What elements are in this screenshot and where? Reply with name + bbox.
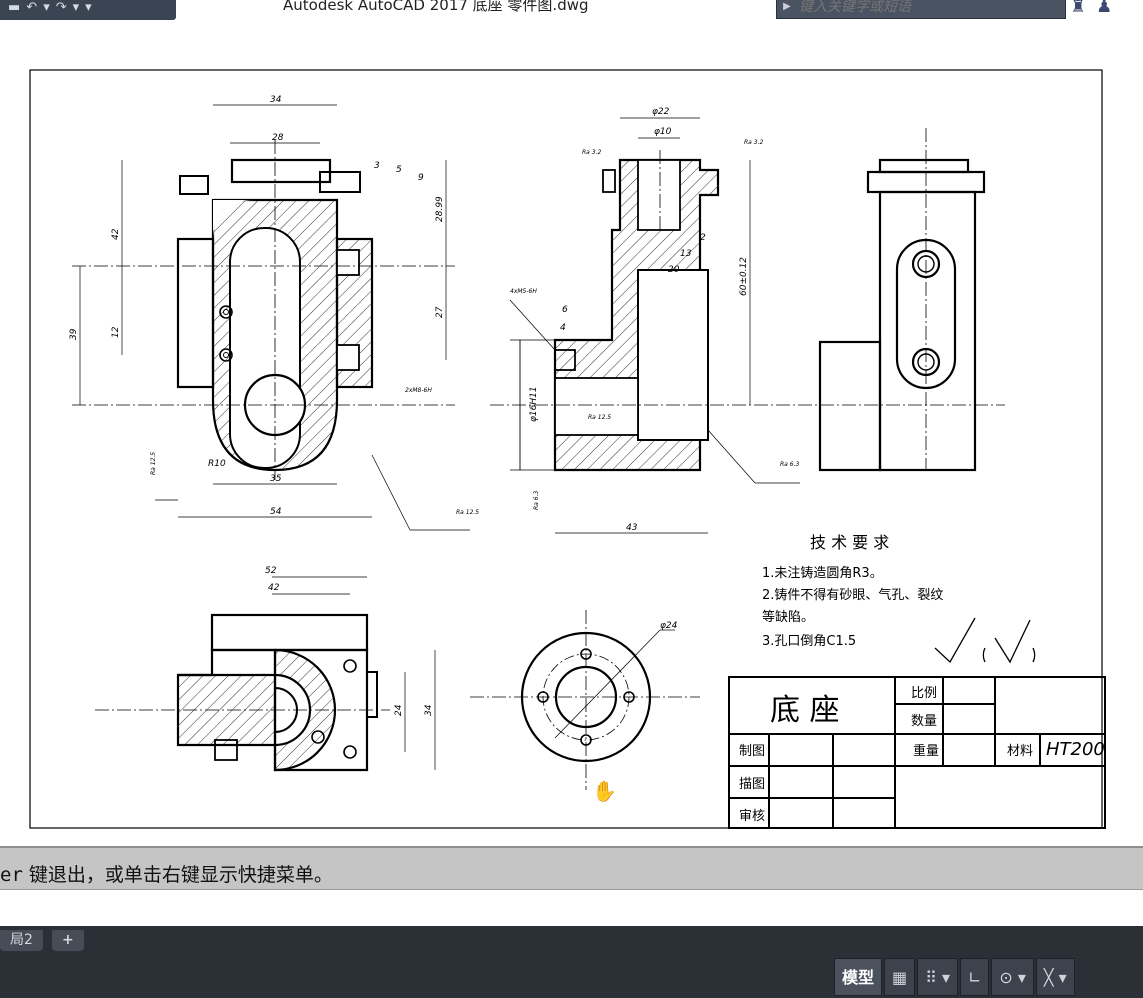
customize-icon[interactable]: ▾ xyxy=(85,0,92,15)
traced-label: 描图 xyxy=(739,777,765,792)
roughness-label: Ra 6.3 xyxy=(533,491,540,510)
dim-label: 9 xyxy=(418,173,424,183)
material-label: 材料 xyxy=(1007,744,1033,759)
search-expand-icon[interactable]: ▶ xyxy=(783,1,791,12)
dim-label: 6 xyxy=(562,305,568,315)
quick-access-toolbar: ▬ ↶ ▾ ↷ ▾ ▾ xyxy=(0,0,176,20)
scale-label: 比例 xyxy=(911,686,937,701)
tech-req-heading: 技 术 要 求 xyxy=(810,533,889,552)
dim-label: φ24 xyxy=(660,621,678,631)
tech-req-line: 2.铸件不得有砂眼、气孔、裂纹 xyxy=(762,587,943,603)
drawing-frame xyxy=(29,69,1103,829)
dim-label: φ16H11 xyxy=(529,386,539,422)
dim-label: 24 xyxy=(394,704,404,716)
side-view-labels: φ22 φ10 2 13 20 6 4 60±0.12 4xM5-6H φ16H… xyxy=(510,107,799,533)
dim-label: 34 xyxy=(270,95,282,105)
polar-icon[interactable]: ⊙ ▾ xyxy=(991,958,1034,996)
roughness-general-symbol xyxy=(934,617,1036,664)
dropdown-icon[interactable]: ▾ xyxy=(72,0,80,15)
snap-icon[interactable]: ⠿ ▾ xyxy=(917,958,958,996)
status-bar: 局2 + 模型 ▦ ⠿ ▾ ∟ ⊙ ▾ ╳ ▾ xyxy=(0,926,1143,998)
model-button[interactable]: 模型 xyxy=(834,958,883,996)
dim-label: 2 xyxy=(700,233,706,243)
drawn-label: 制图 xyxy=(739,744,765,759)
command-input-area[interactable] xyxy=(0,890,1143,926)
status-toggles: 模型 ▦ ⠿ ▾ ∟ ⊙ ▾ ╳ ▾ xyxy=(834,958,1075,996)
front-view-labels: 34 28 42 39 12 28.99 27 3 5 9 35 54 R10 … xyxy=(69,95,479,517)
ortho-icon[interactable]: ∟ xyxy=(959,958,990,996)
material-value: HT200 xyxy=(1046,739,1105,760)
drawing-svg: 34 28 42 39 12 28.99 27 3 5 9 35 54 R10 … xyxy=(29,69,1106,829)
dim-label: 4 xyxy=(560,323,566,333)
dim-label: 52 xyxy=(265,566,277,576)
roughness-label: Ra 6.3 xyxy=(780,461,799,468)
roughness-label: Ra 3.2 xyxy=(582,149,601,156)
add-layout-button[interactable]: + xyxy=(52,930,84,951)
dim-label: 28.99 xyxy=(435,196,445,222)
title-block xyxy=(728,676,1106,829)
roughness-label: Ra 12.5 xyxy=(456,509,479,516)
dim-label: 5 xyxy=(396,165,402,175)
pan-hand-icon[interactable]: ✋ xyxy=(592,779,617,803)
dim-label: 60±0.12 xyxy=(739,257,749,296)
dim-label: φ10 xyxy=(654,127,672,137)
dim-label: 13 xyxy=(680,249,692,259)
user-icon[interactable]: ♟ xyxy=(1096,0,1113,17)
checked-label: 审核 xyxy=(739,809,765,824)
dim-label: 28 xyxy=(272,133,284,143)
dim-label: 35 xyxy=(270,474,282,484)
binoculars-icon[interactable]: ♜ xyxy=(1070,0,1087,17)
right-view xyxy=(818,128,986,472)
thread-label: 4xM5-6H xyxy=(510,288,537,295)
roughness-label: Ra 12.5 xyxy=(150,452,157,475)
tech-req-line: 3.孔口倒角C1.5 xyxy=(762,634,856,649)
command-history-text: er 键退出，或单击右键显示快捷菜单。 xyxy=(0,860,333,887)
layout-tab[interactable]: 局2 xyxy=(0,930,43,951)
search-input[interactable] xyxy=(797,0,1051,16)
dim-label: 39 xyxy=(69,328,79,340)
dim-label: φ22 xyxy=(652,107,670,117)
print-icon[interactable]: ▬ xyxy=(8,0,21,15)
undo-icon[interactable]: ↶ xyxy=(26,0,38,15)
dim-label: 43 xyxy=(626,523,638,533)
redo-icon[interactable]: ↷ xyxy=(55,0,67,15)
tech-req-line: 1.未注铸造圆角R3。 xyxy=(762,565,883,581)
qty-label: 数量 xyxy=(911,714,937,729)
thread-label: 2xM8-6H xyxy=(405,387,432,394)
command-prefix: er xyxy=(0,864,23,886)
front-view xyxy=(72,104,470,531)
title-bar-icons: ♜ ♟ xyxy=(1070,0,1143,19)
osnap-icon[interactable]: ╳ ▾ xyxy=(1035,958,1075,996)
weight-label: 重量 xyxy=(913,743,939,759)
dim-label: 27 xyxy=(435,306,445,318)
part-name: 底 座 xyxy=(770,693,840,728)
side-view xyxy=(490,117,1005,534)
grid-icon[interactable]: ▦ xyxy=(884,958,916,996)
dim-label: R10 xyxy=(208,459,226,469)
title-block-labels: 底 座 比例 数量 重量 材料 HT200 制图 描图 审核 xyxy=(739,686,1105,824)
dim-label: 54 xyxy=(270,507,282,517)
roughness-label: Ra 12.5 xyxy=(588,414,611,421)
tech-req-line: 等缺陷。 xyxy=(762,609,814,625)
roughness-label: Ra 3.2 xyxy=(744,139,763,146)
tech-requirements: 技 术 要 求 1.未注铸造圆角R3。 2.铸件不得有砂眼、气孔、裂纹 等缺陷。… xyxy=(762,533,943,649)
drawing-canvas[interactable]: 34 28 42 39 12 28.99 27 3 5 9 35 54 R10 … xyxy=(0,22,1143,844)
search-box[interactable]: ▶ xyxy=(776,0,1066,19)
top-view-labels: 52 42 24 34 xyxy=(265,566,434,716)
command-line[interactable]: er 键退出，或单击右键显示快捷菜单。 xyxy=(0,846,1143,890)
dim-label: 42 xyxy=(111,228,121,240)
dropdown-icon[interactable]: ▾ xyxy=(43,0,50,15)
dim-label: 12 xyxy=(111,326,121,338)
command-message: 键退出，或单击右键显示快捷菜单。 xyxy=(22,864,333,886)
title-bar: ▬ ↶ ▾ ↷ ▾ ▾ Autodesk AutoCAD 2017 底座 零件图… xyxy=(0,0,1143,22)
dim-label: 34 xyxy=(424,704,434,716)
top-view xyxy=(95,576,436,772)
dim-label: 42 xyxy=(268,583,280,593)
dim-label: 3 xyxy=(374,161,380,171)
app-title: Autodesk AutoCAD 2017 底座 零件图.dwg xyxy=(283,0,589,14)
circle-view xyxy=(470,610,700,790)
dim-label: 20 xyxy=(668,265,680,275)
